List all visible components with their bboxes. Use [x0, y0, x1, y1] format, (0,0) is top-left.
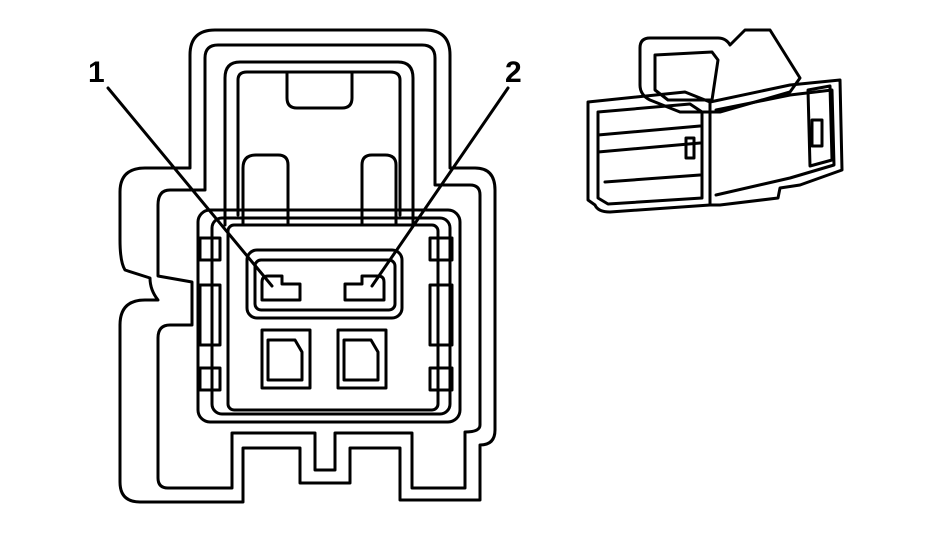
callout-label-1: 1 [88, 56, 105, 89]
cavity-frame-core [226, 223, 440, 412]
side-view-rail-top [596, 124, 702, 137]
latch-arch [223, 60, 415, 227]
side-view-rail-low [603, 173, 702, 184]
housing-inner-outline [156, 43, 482, 490]
side-guide-left-mid [198, 283, 222, 347]
side-view-right-inner [714, 88, 836, 197]
side-guide-right-top [428, 236, 454, 262]
lock-window-right [360, 153, 398, 227]
cavity-frame-outer [196, 208, 462, 424]
side-view-slot [684, 136, 696, 160]
connector-front-view [106, 28, 510, 504]
callout-label-2: 2 [505, 56, 522, 89]
callout-leader-2 [370, 86, 510, 288]
lower-cavity-1-detail [266, 338, 304, 382]
terminal-2 [343, 274, 386, 302]
lock-window [241, 153, 290, 227]
side-guide-left-bot [198, 366, 222, 392]
side-guide-right-bot [428, 366, 454, 392]
lower-cavity-2 [336, 328, 388, 390]
side-guide-right-mid [428, 283, 454, 347]
side-guide-left-top [198, 236, 222, 262]
housing-outer-outline [118, 28, 497, 504]
side-view-front-inner [596, 102, 704, 206]
callout-leader-1 [106, 86, 274, 288]
side-view-end-cap [806, 84, 834, 168]
latch-arch-inner [236, 70, 402, 217]
side-view-latch-inner [653, 50, 720, 102]
lower-cavity-2-detail [342, 338, 380, 382]
terminal-block [245, 248, 404, 320]
side-view-right-face [708, 78, 844, 207]
cavity-frame-inner [210, 216, 452, 416]
side-view-end-window [810, 118, 824, 148]
side-view-front-face [586, 90, 712, 214]
connector-side-view [586, 28, 844, 214]
side-view-latch [638, 28, 802, 114]
lower-cavity-1 [260, 328, 312, 390]
side-view-rail-mid [596, 141, 702, 154]
terminal-block-inner [253, 258, 397, 312]
latch-notch [285, 70, 354, 110]
